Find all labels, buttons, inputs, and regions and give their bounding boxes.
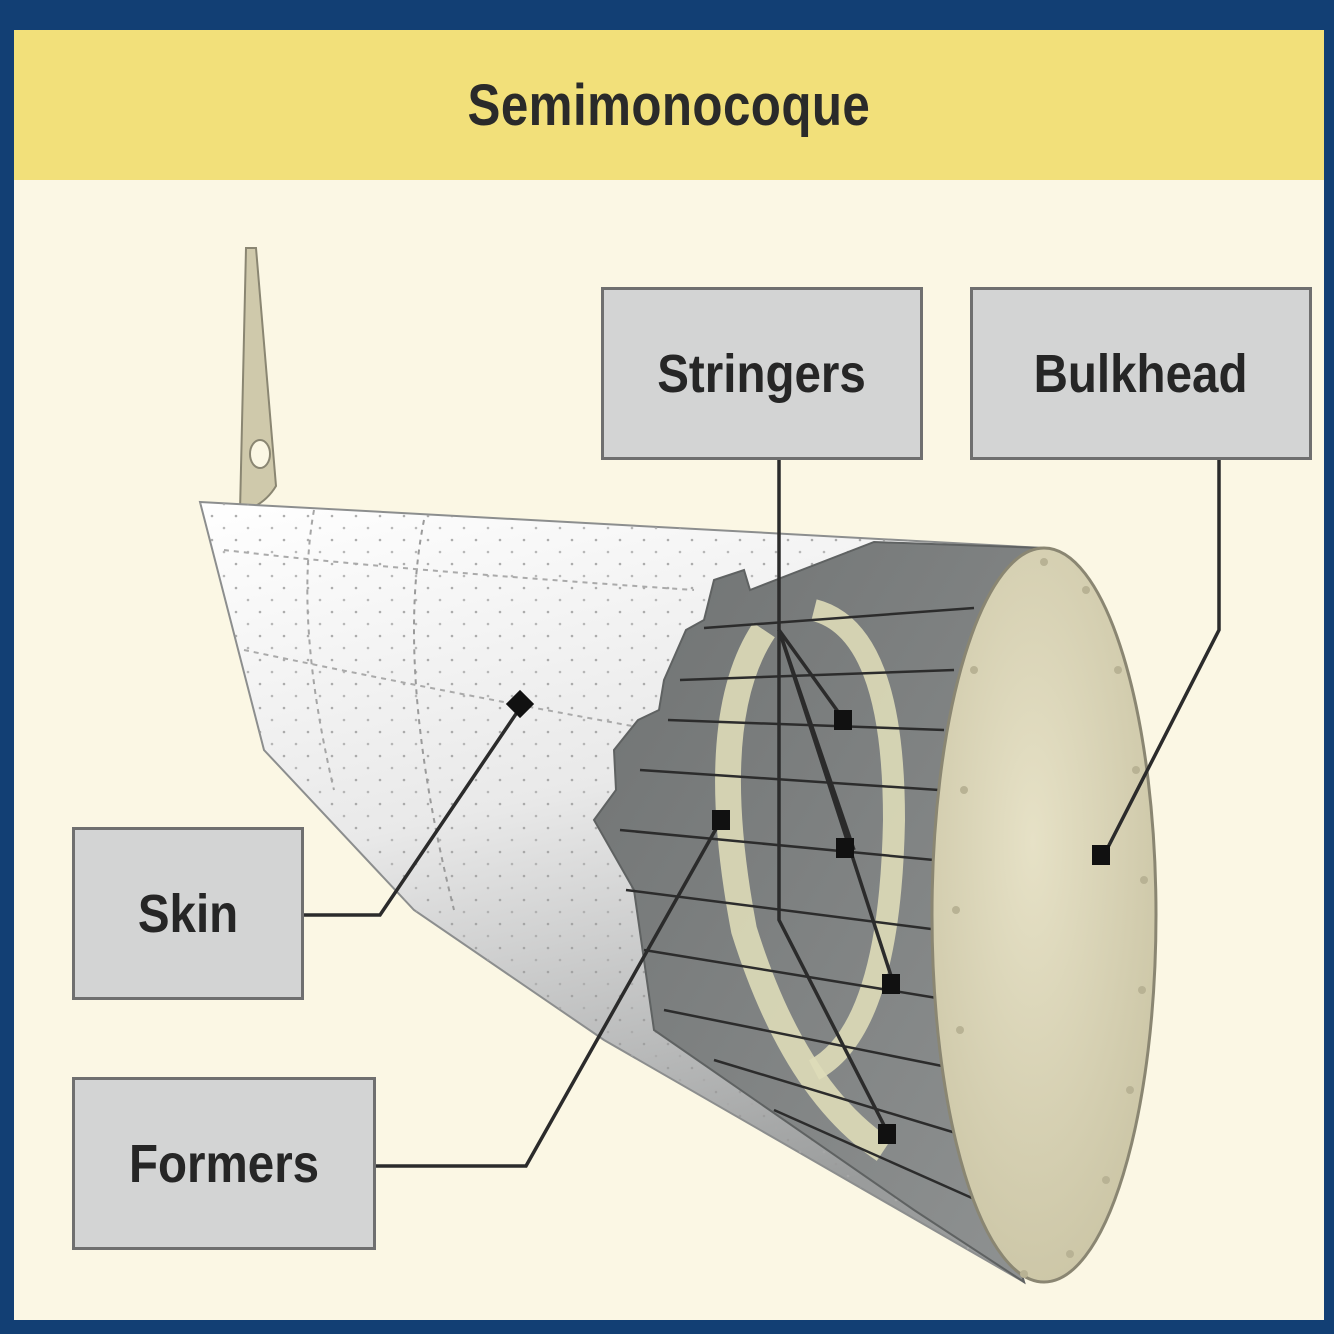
stringers-label: Stringers: [658, 343, 867, 405]
stringers-label-box: Stringers: [601, 287, 923, 460]
formers-label-box: Formers: [72, 1077, 376, 1250]
tail-fin: [240, 248, 276, 512]
formers-label: Formers: [129, 1133, 319, 1195]
stringer-marker: [834, 710, 852, 730]
diagram-panel: Semimonocoque: [14, 30, 1324, 1320]
bulkhead-marker: [1092, 845, 1110, 865]
bulkhead-disc: [932, 548, 1156, 1282]
skin-label-box: Skin: [72, 827, 304, 1000]
stringer-marker: [882, 974, 900, 994]
skin-label: Skin: [138, 883, 238, 945]
bulkhead-label-box: Bulkhead: [970, 287, 1312, 460]
former-marker: [712, 810, 730, 830]
stringer-marker: [878, 1124, 896, 1144]
bulkhead-label: Bulkhead: [1034, 343, 1248, 405]
stringer-marker: [836, 838, 854, 858]
